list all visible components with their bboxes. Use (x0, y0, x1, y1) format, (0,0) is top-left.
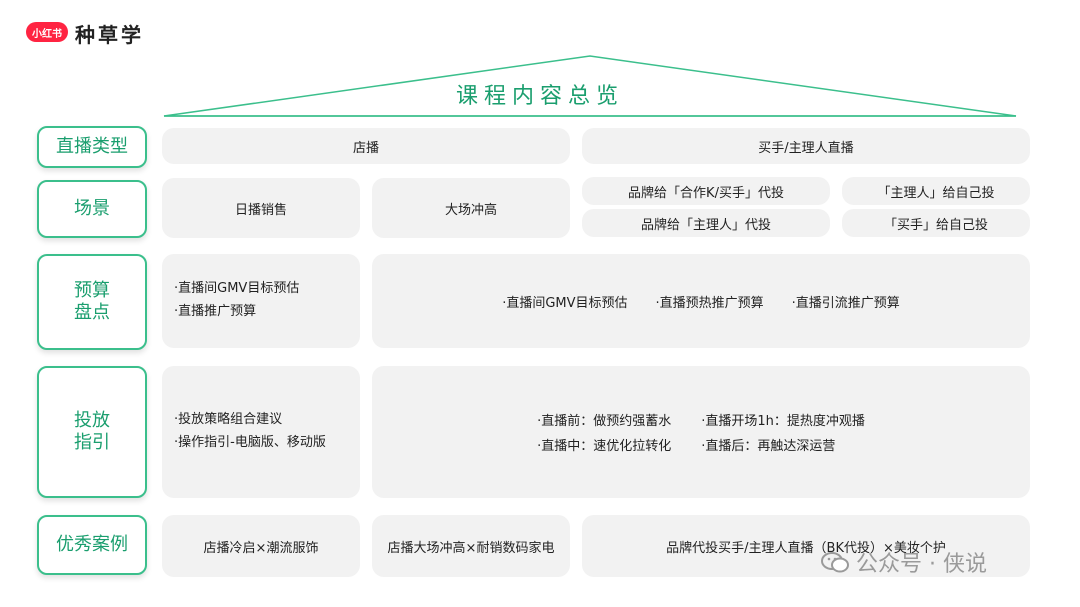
row-label-guide: 投放 指引 (37, 366, 147, 498)
watermark-text: 公众号 · 侠说 (856, 552, 987, 577)
case-cell-store-cold: 店播冷启×潮流服饰 (162, 515, 360, 577)
budget-cell-store: ·直播间GMV目标预估 ·直播推广预算 (162, 254, 360, 348)
budget-label-line1: 预算 (74, 279, 110, 301)
budget-label-line2: 盘点 (74, 302, 110, 323)
row-label-budget: 预算 盘点 (37, 254, 147, 350)
scene-cell-buyer-self: 「买手」给自己投 (842, 209, 1030, 237)
brand-name: 种草学 (75, 23, 144, 47)
budget-buyer-item: ·直播预热推广预算 (655, 295, 764, 311)
budget-store-item: ·直播推广预算 (174, 304, 257, 319)
guide-store-item: ·投放策略组合建议 (174, 412, 283, 428)
watermark: 公众号 · 侠说 (820, 546, 987, 578)
budget-buyer-item: ·直播引流推广预算 (791, 295, 900, 311)
guide-store-item: ·操作指引-电脑版、移动版 (174, 435, 326, 450)
budget-store-item: ·直播间GMV目标预估 (174, 281, 300, 297)
guide-label-line1: 投放 (74, 409, 110, 431)
row-label-cases: 优秀案例 (37, 515, 147, 575)
scene-cell-brand-k: 品牌给「合作K/买手」代投 (582, 177, 830, 205)
type-cell-store: 店播 (162, 128, 570, 164)
scene-cell-big: 大场冲高 (372, 178, 570, 238)
row-label-type: 直播类型 (37, 126, 147, 168)
type-cell-buyer: 买手/主理人直播 (582, 128, 1030, 164)
guide-buyer-item: ·直播中：速优化拉转化 (537, 439, 672, 454)
guide-buyer-item: ·直播前：做预约强蓄水 (537, 414, 672, 429)
scene-cell-brand-owner: 品牌给「主理人」代投 (582, 209, 830, 237)
wechat-icon (821, 552, 849, 573)
page-title: 课程内容总览 (455, 84, 624, 109)
guide-buyer-item: ·直播后：再触达深运营 (701, 439, 836, 454)
case-cell-brand: 品牌代投买手/主理人直播（BK代投）×美妆个护 (582, 515, 1030, 577)
brand-badge: 小红书 (26, 22, 68, 42)
row-label-scene: 场景 (37, 180, 147, 238)
guide-cell-buyer: ·直播前：做预约强蓄水 ·直播开场1h：提热度冲观播 ·直播中：速优化拉转化 ·… (372, 366, 1030, 498)
scene-cell-owner-self: 「主理人」给自己投 (842, 177, 1030, 205)
guide-cell-store: ·投放策略组合建议 ·操作指引-电脑版、移动版 (162, 366, 360, 498)
budget-buyer-item: ·直播间GMV目标预估 (502, 295, 628, 311)
guide-buyer-item: ·直播开场1h：提热度冲观播 (701, 414, 865, 429)
roof-shape (163, 55, 1017, 117)
scene-cell-daily: 日播销售 (162, 178, 360, 238)
budget-cell-buyer: ·直播间GMV目标预估 ·直播预热推广预算 ·直播引流推广预算 (372, 254, 1030, 348)
case-cell-store-big: 店播大场冲高×耐销数码家电 (372, 515, 570, 577)
guide-label-line2: 指引 (74, 432, 110, 453)
